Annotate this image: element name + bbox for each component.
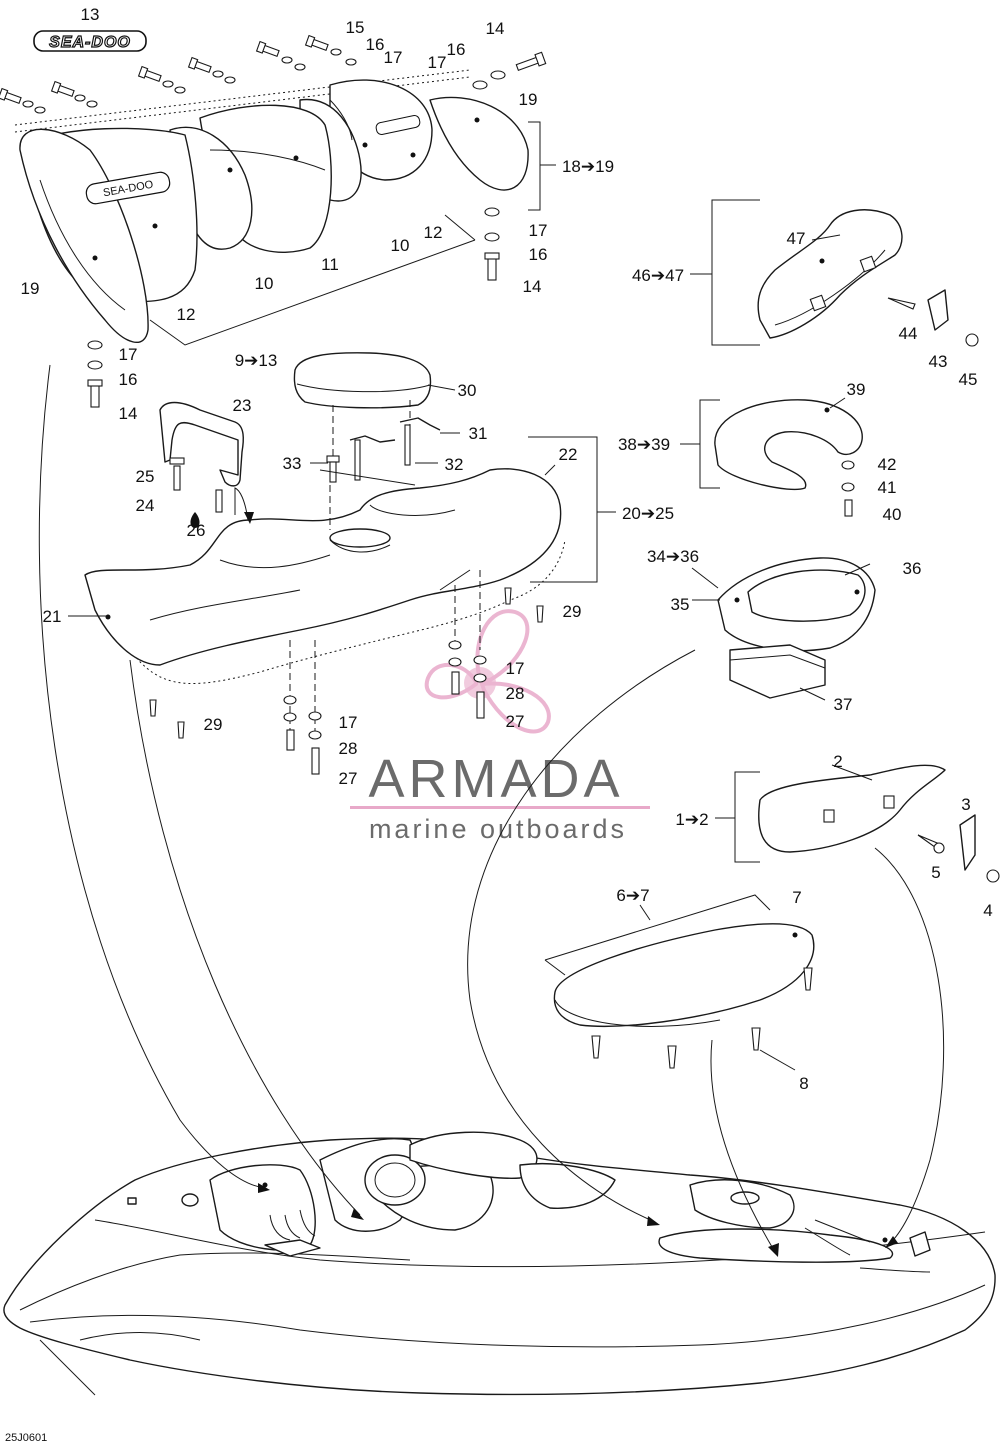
callout-37: 37: [834, 695, 853, 714]
logo-13-text: SEA-DOO: [49, 34, 131, 51]
grab-handle-23: [159, 401, 245, 528]
callout-31: 31: [469, 424, 488, 443]
callout-12-b: 12: [424, 223, 443, 242]
jump-seat-36: [691, 557, 876, 701]
callout-14-c: 14: [119, 404, 138, 423]
callout-19-a: 19: [519, 90, 538, 109]
callout-28-b: 28: [339, 739, 358, 758]
callout-10-a: 10: [255, 274, 274, 293]
screw-14-top: [472, 51, 547, 90]
callout-18-19: 18➔19: [562, 157, 614, 176]
diagram-code: 25J0601: [5, 1432, 47, 1444]
callout-43: 43: [929, 352, 948, 371]
callout-29-b: 29: [204, 715, 223, 734]
armada-watermark: ARMADA marine outboards: [350, 609, 650, 844]
callout-44: 44: [899, 324, 918, 343]
callout-14-b: 14: [523, 277, 542, 296]
callout-28-a: 28: [506, 684, 525, 703]
callout-labels: 13 15 16 17 14 16 17 19 18➔19 17 16 14 1…: [21, 5, 993, 1093]
callout-30: 30: [458, 381, 477, 400]
callout-22: 22: [559, 445, 578, 464]
propeller-logo: [424, 609, 551, 734]
callout-20-25: 20➔25: [622, 504, 674, 523]
callout-15: 15: [346, 18, 365, 37]
callout-11: 11: [321, 255, 339, 274]
callout-19-b: 19: [21, 279, 40, 298]
callout-17-b: 17: [428, 53, 447, 72]
callout-10-b: 10: [391, 236, 410, 255]
callout-39: 39: [847, 380, 866, 399]
callout-17-d: 17: [119, 345, 138, 364]
seat-hardware: [149, 587, 544, 775]
callout-14-a: 14: [486, 19, 505, 38]
main-seat-assembly: [68, 401, 616, 775]
callout-29-a: 29: [563, 602, 582, 621]
callout-6-7: 6➔7: [616, 886, 649, 905]
callout-8: 8: [799, 1074, 808, 1093]
callout-27-a: 27: [506, 712, 525, 731]
callout-24: 24: [136, 496, 155, 515]
callout-16-a: 16: [366, 35, 385, 54]
callout-47: 47: [787, 229, 806, 248]
callout-21: 21: [43, 607, 62, 626]
callout-36: 36: [903, 559, 922, 578]
cushion-30: [293, 352, 460, 483]
cover-logo-small: [375, 114, 421, 136]
watermark-subtitle: marine outboards: [369, 814, 627, 844]
callout-26: 26: [187, 521, 206, 540]
callout-16-b: 16: [447, 40, 466, 59]
cover-logo: SEA-DOO: [85, 171, 171, 205]
callout-7: 7: [792, 888, 801, 907]
callout-16-c: 16: [529, 245, 548, 264]
callout-33: 33: [283, 454, 302, 473]
callout-23: 23: [233, 396, 252, 415]
callout-1-2: 1➔2: [675, 810, 708, 829]
backrest-2: [715, 764, 1000, 883]
callout-25: 25: [136, 467, 155, 486]
callout-4: 4: [983, 901, 992, 920]
callout-27-b: 27: [339, 769, 358, 788]
seadoo-logo-13: SEA-DOO: [33, 30, 147, 52]
seat-21: [84, 468, 562, 666]
boat-hull: [3, 1131, 996, 1396]
watermark-rule: [350, 806, 650, 809]
seat-pad-7: [544, 894, 815, 1071]
callout-13: 13: [81, 5, 100, 24]
callout-34-36: 34➔36: [647, 547, 699, 566]
cover-19-right: [429, 96, 529, 191]
callout-3: 3: [961, 795, 970, 814]
callout-17-c: 17: [529, 221, 548, 240]
hardware-left-cover: [87, 340, 103, 408]
callout-41: 41: [878, 478, 897, 497]
cover-19-left: [19, 128, 149, 343]
callout-38-39: 38➔39: [618, 435, 670, 454]
callout-17-e: 17: [506, 659, 525, 678]
callout-12-a: 12: [177, 305, 196, 324]
callout-17-a: 17: [384, 48, 403, 67]
callout-5: 5: [931, 863, 940, 882]
callout-16-d: 16: [119, 370, 138, 389]
watermark-title: ARMADA: [368, 749, 623, 809]
callout-42: 42: [878, 455, 897, 474]
callout-2: 2: [833, 752, 842, 771]
cover-screw-row: [0, 34, 357, 114]
armrest-39: [680, 397, 863, 517]
callout-40: 40: [883, 505, 902, 524]
top-cover-assembly: SEA-DOO SEA-DOO: [0, 30, 556, 408]
callout-17-f: 17: [339, 713, 358, 732]
leader-dots: [92, 117, 888, 1243]
callout-45: 45: [959, 370, 978, 389]
backrest-47: [690, 199, 979, 347]
hardware-right-cover: [484, 207, 500, 281]
callout-46-47: 46➔47: [632, 266, 684, 285]
assembly-arrows: [38, 364, 945, 1257]
callout-35: 35: [671, 595, 690, 614]
callout-32: 32: [445, 455, 464, 474]
callout-9-13: 9➔13: [235, 351, 278, 370]
